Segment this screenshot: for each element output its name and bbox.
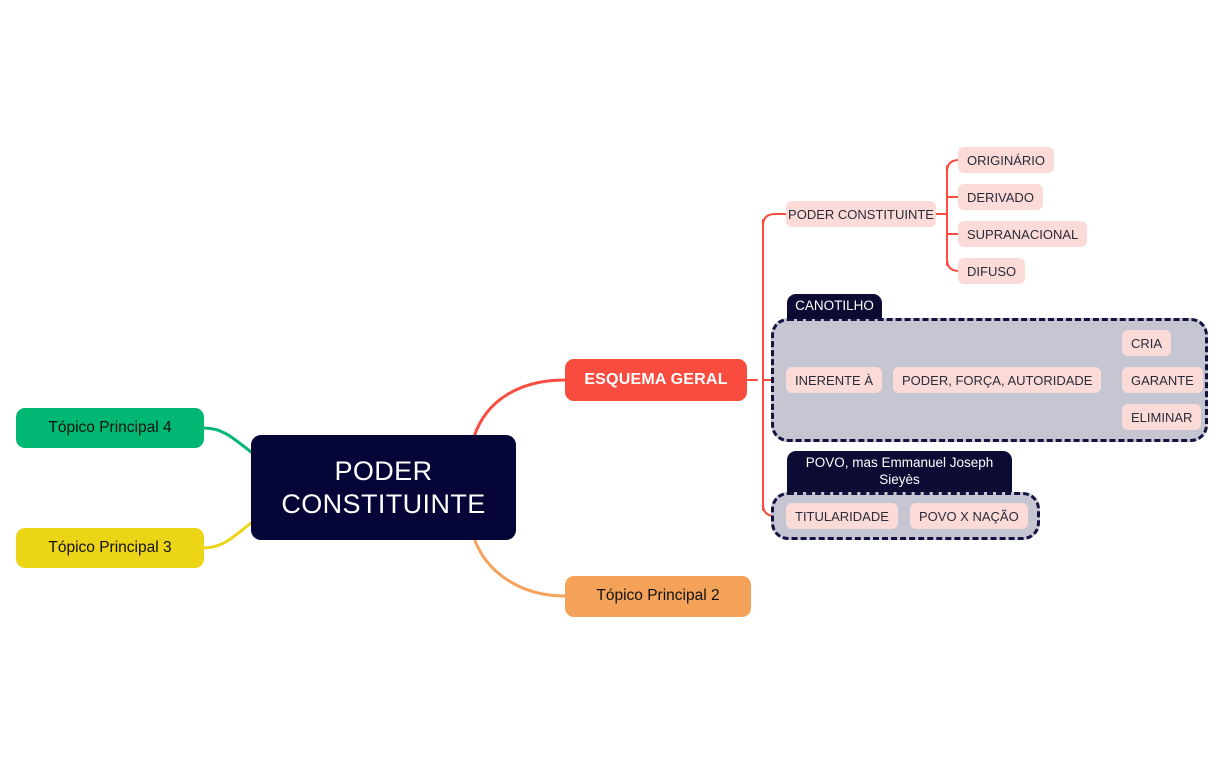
chip-povo-x-nacao[interactable]: POVO X NAÇÃO bbox=[910, 503, 1028, 529]
topic-node-orange-label: Tópico Principal 2 bbox=[596, 587, 720, 605]
topic-node-green[interactable]: Tópico Principal 4 bbox=[16, 408, 204, 448]
topic-node-yellow-label: Tópico Principal 3 bbox=[48, 538, 172, 556]
edge-trunk-to-poder-constituinte bbox=[762, 213, 787, 227]
chip-poder-forca-autoridade[interactable]: PODER, FORÇA, AUTORIDADE bbox=[893, 367, 1102, 393]
edge-central-to-orange bbox=[472, 536, 567, 598]
group-label-canotilho-text: CANOTILHO bbox=[795, 298, 874, 314]
chip-cria[interactable]: CRIA bbox=[1122, 330, 1172, 356]
chip-titularidade[interactable]: TITULARIDADE bbox=[786, 503, 898, 529]
chip-difuso[interactable]: DIFUSO bbox=[958, 258, 1026, 284]
chip-inerente-a-label: INERENTE À bbox=[795, 372, 874, 388]
chip-titularidade-label: TITULARIDADE bbox=[795, 508, 889, 524]
chip-originario[interactable]: ORIGINÁRIO bbox=[958, 147, 1055, 173]
group-label-titularidade-text: POVO, mas Emmanuel Joseph Sieyès bbox=[805, 454, 994, 487]
chip-supranacional-label: SUPRANACIONAL bbox=[967, 226, 1079, 242]
chip-eliminar-label: ELIMINAR bbox=[1131, 409, 1193, 425]
group-label-canotilho: CANOTILHO bbox=[787, 294, 882, 319]
chip-poder-constituinte-label: PODER CONSTITUINTE bbox=[788, 206, 934, 222]
topic-node-orange[interactable]: Tópico Principal 2 bbox=[565, 576, 751, 617]
topic-node-yellow[interactable]: Tópico Principal 3 bbox=[16, 528, 204, 568]
chip-supranacional[interactable]: SUPRANACIONAL bbox=[958, 221, 1088, 247]
topic-node-green-label: Tópico Principal 4 bbox=[48, 418, 172, 436]
chip-eliminar[interactable]: ELIMINAR bbox=[1122, 404, 1202, 430]
edge-central-to-green bbox=[202, 426, 253, 454]
topic-node-esquema-geral[interactable]: ESQUEMA GERAL bbox=[565, 359, 747, 401]
chip-derivado[interactable]: DERIVADO bbox=[958, 184, 1043, 210]
edge-central-to-esquema-geral bbox=[472, 378, 567, 439]
chip-cria-label: CRIA bbox=[1131, 335, 1163, 351]
chip-originario-label: ORIGINÁRIO bbox=[967, 152, 1046, 168]
chip-garante-label: GARANTE bbox=[1131, 372, 1194, 388]
central-node-title: PODER CONSTITUINTE bbox=[281, 455, 486, 519]
chip-derivado-label: DERIVADO bbox=[967, 189, 1034, 205]
chip-poder-constituinte[interactable]: PODER CONSTITUINTE bbox=[786, 201, 936, 227]
chip-inerente-a[interactable]: INERENTE À bbox=[786, 367, 883, 393]
edge-central-to-yellow bbox=[202, 521, 253, 550]
chip-garante[interactable]: GARANTE bbox=[1122, 367, 1203, 393]
group-label-titularidade: POVO, mas Emmanuel Joseph Sieyès bbox=[787, 451, 1012, 492]
chip-difuso-label: DIFUSO bbox=[967, 263, 1017, 279]
topic-node-esquema-geral-label: ESQUEMA GERAL bbox=[584, 371, 728, 389]
central-node[interactable]: PODER CONSTITUINTE bbox=[251, 435, 516, 540]
chip-poder-forca-autoridade-label: PODER, FORÇA, AUTORIDADE bbox=[902, 372, 1093, 388]
chip-povo-x-nacao-label: POVO X NAÇÃO bbox=[919, 508, 1019, 524]
